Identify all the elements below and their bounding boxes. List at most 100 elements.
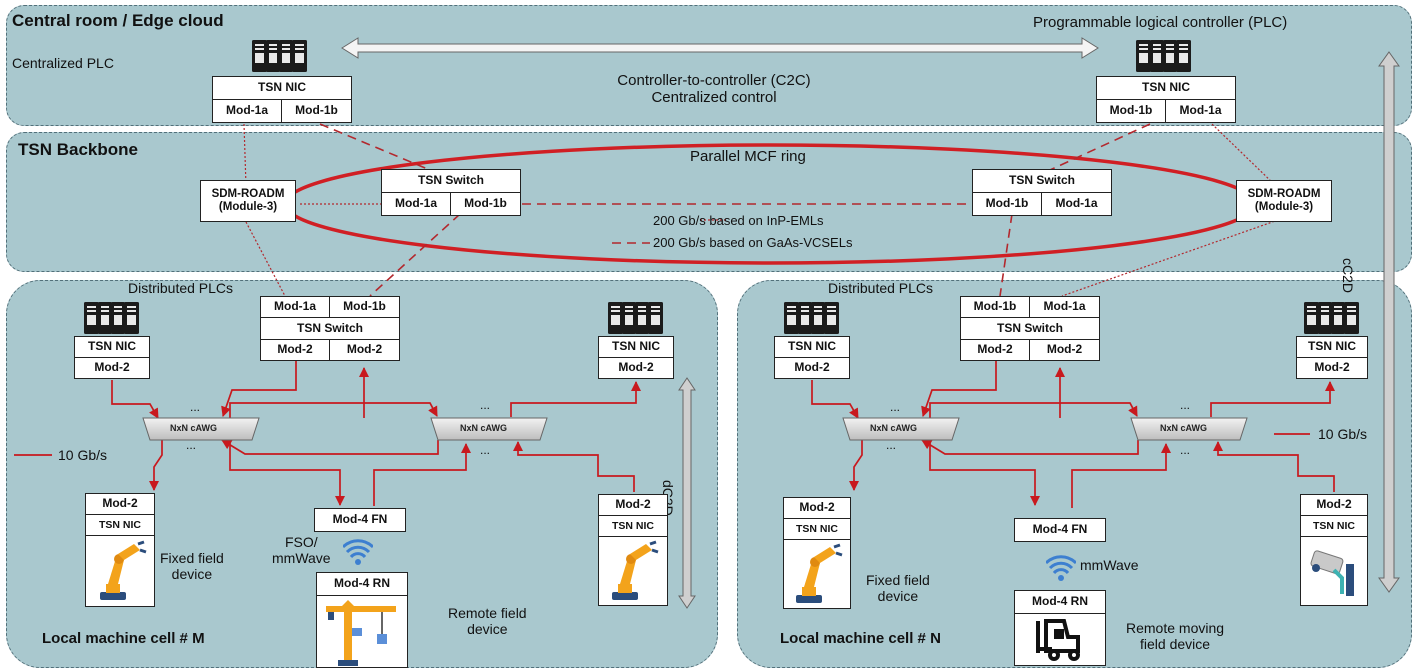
cell-m-remote-line1: Remote field xyxy=(448,605,527,621)
cell-m-nic-left-mod: Mod-2 xyxy=(74,357,150,379)
cell-m-switch-mod-top-a: Mod-1a xyxy=(260,296,330,318)
forklift-icon xyxy=(1036,619,1080,661)
roadm-right-line2: (Module-3) xyxy=(1254,201,1314,213)
c2c-line2: Centralized control xyxy=(651,89,777,106)
cell-n-remote-line1: Remote moving xyxy=(1126,620,1225,636)
cell-n-title: Local machine cell # N xyxy=(780,630,941,647)
cell-n-switch-mod-bot-b: Mod-2 xyxy=(1029,339,1100,361)
cell-m-links xyxy=(14,360,642,507)
cell-m-device-left-nic: TSN NIC xyxy=(85,514,155,536)
cell-n-rate-label: 10 Gb/s xyxy=(1318,426,1368,442)
cell-n-device-left-mod: Mod-2 xyxy=(783,497,851,519)
central-room-title: Central room / Edge cloud xyxy=(12,11,224,30)
central-nic-right-mod-a: Mod-1b xyxy=(1096,99,1166,123)
robot-arm-icon xyxy=(796,543,843,603)
cell-m-device-left-label: Fixed field device xyxy=(160,550,224,582)
cell-n-awg-left-shape xyxy=(842,417,960,441)
cell-m-device-right-nic: TSN NIC xyxy=(598,515,668,537)
server-rack-icon xyxy=(1136,40,1191,72)
cell-m-awg-right-label: NxN cAWG xyxy=(460,423,508,433)
cell-n-rn-box: Mod-4 RN xyxy=(1014,590,1106,614)
cell-m-device-left-label-line1: Fixed field xyxy=(160,550,224,566)
dc2d-double-arrow-icon xyxy=(678,377,696,609)
cell-n-dots-2: ... xyxy=(886,438,897,452)
cell-m-device-left-label-line2: device xyxy=(171,566,213,582)
cell-n-nic-left-mod: Mod-2 xyxy=(774,357,850,379)
server-rack-icon xyxy=(1304,302,1359,334)
plc-label: Programmable logical controller (PLC) xyxy=(1033,14,1288,31)
backbone-switch-left-title: TSN Switch xyxy=(381,169,521,193)
backbone-title: TSN Backbone xyxy=(18,140,138,159)
cc2d-double-arrow-icon xyxy=(1378,51,1400,593)
cell-n-device-left-label-line1: Fixed field xyxy=(866,572,930,588)
c2c-line1: Controller-to-controller (C2C) xyxy=(617,72,811,89)
cell-n-nic-left-title: TSN NIC xyxy=(774,336,850,358)
cell-n-distributed-plcs: Distributed PLCs xyxy=(828,280,934,296)
centralized-plc-label: Centralized PLC xyxy=(12,55,114,71)
wireless-signal-icon xyxy=(343,539,373,565)
cell-m-switch-mod-top-b: Mod-1b xyxy=(329,296,400,318)
cell-n-awg-right-label: NxN cAWG xyxy=(1160,423,1208,433)
legend-dashed-label: 200 Gb/s based on GaAs-VCSELs xyxy=(653,235,853,250)
cell-n-awg-left-label: NxN cAWG xyxy=(870,423,918,433)
cell-n-nic-right-mod: Mod-2 xyxy=(1296,357,1368,379)
roadm-right-line1: SDM-ROADM xyxy=(1247,187,1321,200)
roadm-left-line1: SDM-ROADM xyxy=(211,187,285,200)
roadm-right: SDM-ROADM (Module-3) xyxy=(1236,180,1332,222)
server-rack-icon xyxy=(252,40,307,72)
cell-m-distributed-plcs: Distributed PLCs xyxy=(128,280,234,296)
dashed-links xyxy=(319,123,1151,297)
cell-m-switch-mod-bot-b: Mod-2 xyxy=(329,339,400,361)
backbone-switch-right-mod-b: Mod-1a xyxy=(1041,192,1112,216)
server-rack-icon xyxy=(84,302,139,334)
cell-m-dots-1: ... xyxy=(190,400,201,414)
cell-n-device-left-label: Fixed field device xyxy=(866,572,930,604)
cell-m-switch-mod-bot-a: Mod-2 xyxy=(260,339,330,361)
backbone-switch-right-mod-a: Mod-1b xyxy=(972,192,1042,216)
central-nic-right-mod-b: Mod-1a xyxy=(1165,99,1236,123)
backbone-switch-right-title: TSN Switch xyxy=(972,169,1112,193)
cell-m-wireless-line2: mmWave xyxy=(272,550,331,566)
cell-m-title: Local machine cell # M xyxy=(42,630,205,647)
cell-m-wireless-line1: FSO/ xyxy=(284,534,318,550)
cell-m-rate-label: 10 Gb/s xyxy=(58,447,108,463)
cell-m-rn-box: Mod-4 RN xyxy=(316,572,408,596)
backbone-switch-left-mod-b: Mod-1b xyxy=(450,192,521,216)
cell-n-device-right-mod: Mod-2 xyxy=(1300,494,1368,516)
legend-dotted-label: 200 Gb/s based on InP-EMLs xyxy=(653,213,824,228)
camera-icon xyxy=(1310,550,1354,596)
cell-n-dots-4: ... xyxy=(1180,443,1191,457)
cell-m-nic-left-title: TSN NIC xyxy=(74,336,150,358)
cell-m-dots-4: ... xyxy=(480,443,491,457)
cell-m-nic-right-mod: Mod-2 xyxy=(598,357,674,379)
c2c-double-arrow-icon xyxy=(341,37,1099,59)
dotted-links xyxy=(243,123,1279,297)
cell-n-awg-right-shape xyxy=(1130,417,1248,441)
cell-m-remote-label: Remote field device xyxy=(448,605,527,637)
cell-n-switch-title: TSN Switch xyxy=(960,317,1100,340)
cell-m-wireless-label: FSO/ mmWave xyxy=(272,534,331,566)
cell-m-awg-left-label: NxN cAWG xyxy=(170,423,218,433)
cc2d-label: cC2D xyxy=(1340,258,1356,294)
central-nic-left-mod-a: Mod-1a xyxy=(212,99,282,123)
cell-n-wireless-label: mmWave xyxy=(1080,557,1139,573)
cell-m-fn-box: Mod-4 FN xyxy=(314,508,406,532)
c2c-label: Controller-to-controller (C2C) Centraliz… xyxy=(594,72,834,106)
central-nic-left-mod-b: Mod-1b xyxy=(281,99,352,123)
robot-arm-icon xyxy=(612,540,659,600)
ring-label: Parallel MCF ring xyxy=(690,148,806,165)
server-rack-icon xyxy=(608,302,663,334)
crane-icon xyxy=(326,600,396,666)
cell-n-device-right-nic: TSN NIC xyxy=(1300,515,1368,537)
cell-n-remote-label: Remote moving field device xyxy=(1126,620,1224,652)
robot-arm-icon xyxy=(100,540,147,600)
cell-m-awg-left-shape xyxy=(142,417,260,441)
cell-n-links xyxy=(811,360,1336,508)
cell-n-remote-line2: field device xyxy=(1140,636,1211,652)
cell-n-switch-mod-top-b: Mod-1a xyxy=(1029,296,1100,318)
cell-m-switch-title: TSN Switch xyxy=(260,317,400,340)
cell-m-device-left-mod: Mod-2 xyxy=(85,493,155,515)
cell-n-fn-box: Mod-4 FN xyxy=(1014,518,1106,542)
central-nic-left-title: TSN NIC xyxy=(212,76,352,100)
